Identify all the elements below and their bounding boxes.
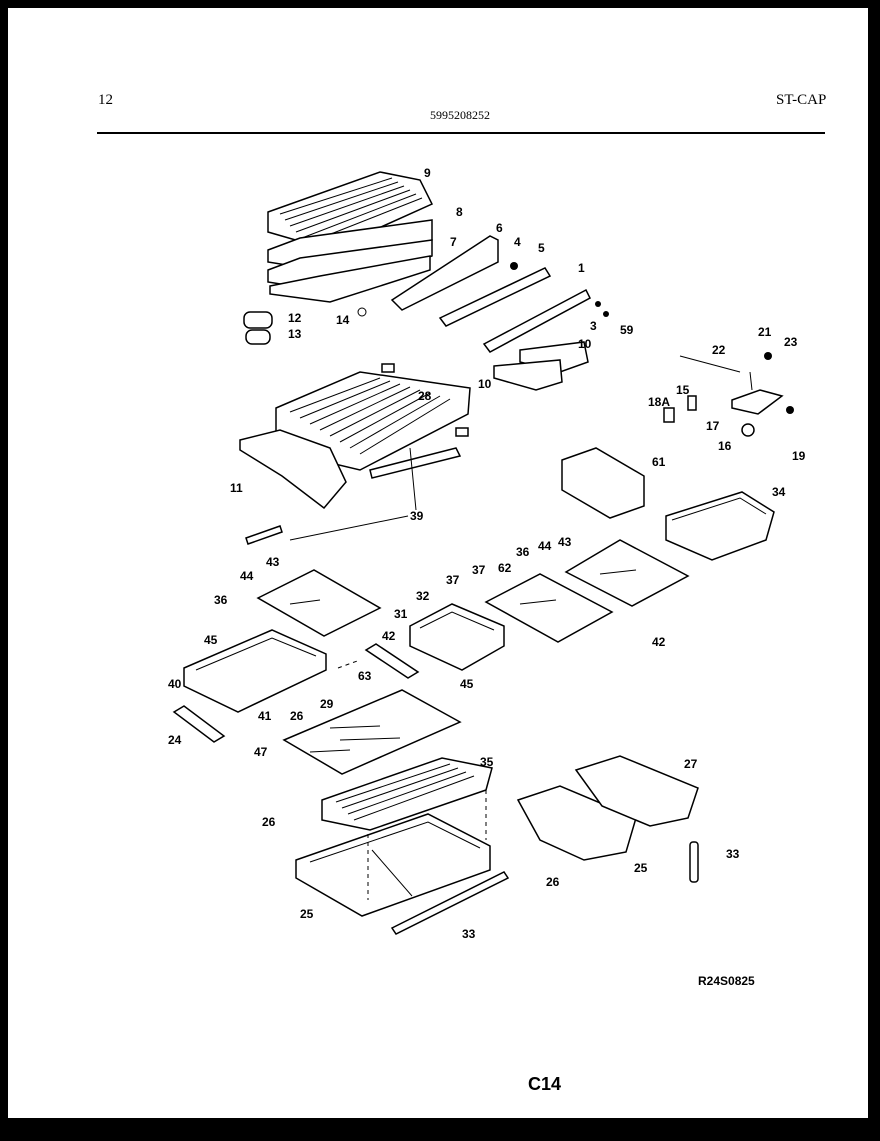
- callout-label: 31: [394, 607, 408, 621]
- callout-label: 25: [300, 907, 314, 921]
- top-shelf-assembly: [243, 171, 794, 437]
- callout-label: 8: [456, 205, 463, 219]
- callout-label: 24: [168, 733, 182, 747]
- callout-label: 34: [772, 485, 786, 499]
- callout-label: 10: [578, 337, 592, 351]
- callout-label: 23: [784, 335, 798, 349]
- callout-label: 36: [214, 593, 228, 607]
- callout-label: 21: [758, 325, 772, 339]
- callout-label: 7: [450, 235, 457, 249]
- callout-label: 33: [462, 927, 476, 941]
- callout-label: 43: [558, 535, 572, 549]
- callout-label: 37: [446, 573, 460, 587]
- callout-label: 11: [230, 481, 243, 495]
- callout-label: 13: [288, 327, 302, 341]
- callout-label: 47: [254, 745, 268, 759]
- callout-label: 32: [416, 589, 430, 603]
- callout-label: 63: [358, 669, 372, 683]
- callout-label: 33: [726, 847, 740, 861]
- model-code: ST-CAP: [776, 92, 827, 108]
- callout-label: 36: [516, 545, 530, 559]
- callout-label: 40: [168, 677, 182, 691]
- diagram-reference-code: R24S0825: [698, 974, 755, 988]
- callout-label: 9: [424, 166, 431, 180]
- callout-label: 45: [460, 677, 474, 691]
- callout-labels: 9 8 7 6 4 5 1 3 59 12 13 14 10 10 21 23 …: [168, 166, 806, 941]
- diagram-sheet: 12 5995208252 ST-CAP: [8, 8, 868, 1118]
- part-number: 5995208252: [430, 108, 490, 122]
- callout-label: 39: [410, 509, 424, 523]
- callout-label: 35: [480, 755, 494, 769]
- callout-label: 1: [578, 261, 585, 275]
- callout-label: 42: [382, 629, 396, 643]
- callout-label: 6: [496, 221, 503, 235]
- callout-label: 37: [472, 563, 486, 577]
- callout-label: 26: [262, 815, 276, 829]
- exploded-view-diagram: 9 8 7 6 4 5 1 3 59 12 13 14 10 10 21 23 …: [168, 166, 806, 941]
- page-code: C14: [528, 1074, 562, 1094]
- callout-label: 4: [514, 235, 521, 249]
- page-number: 12: [98, 92, 113, 108]
- callout-label: 16: [718, 439, 732, 453]
- callout-label: 12: [288, 311, 302, 325]
- bottom-assembly: [295, 755, 699, 935]
- callout-label: 61: [652, 455, 666, 469]
- callout-label: 10: [478, 377, 492, 391]
- callout-label: 41: [258, 709, 272, 723]
- callout-label: 22: [712, 343, 726, 357]
- callout-label: 44: [538, 539, 552, 553]
- callout-label: 14: [336, 313, 350, 327]
- callout-label: 19: [792, 449, 806, 463]
- callout-label: 15: [676, 383, 690, 397]
- lower-glass-shelf: [282, 689, 462, 775]
- callout-label: 44: [240, 569, 254, 583]
- callout-label: 59: [620, 323, 634, 337]
- callout-label: 3: [590, 319, 597, 333]
- callout-label: 45: [204, 633, 218, 647]
- header-rule: [97, 132, 825, 134]
- glass-shelves: [256, 539, 690, 643]
- callout-label: 17: [706, 419, 720, 433]
- main-shelf-assembly: [239, 363, 471, 545]
- callout-label: 62: [498, 561, 512, 575]
- callout-label: 27: [684, 757, 698, 771]
- callout-label: 5: [538, 241, 545, 255]
- callout-label: 26: [290, 709, 304, 723]
- callout-label: 42: [652, 635, 666, 649]
- callout-label: 28: [418, 389, 432, 403]
- callout-label: 18A: [648, 395, 670, 409]
- callout-label: 26: [546, 875, 560, 889]
- callout-label: 43: [266, 555, 280, 569]
- callout-label: 25: [634, 861, 648, 875]
- crisper-and-drawers: [172, 603, 505, 743]
- mid-right-parts: [561, 447, 775, 561]
- callout-label: 29: [320, 697, 334, 711]
